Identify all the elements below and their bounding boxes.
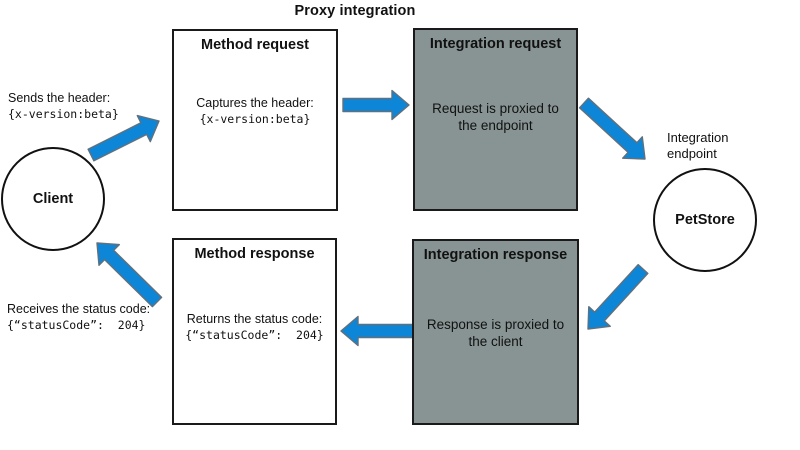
client-label: Client [32, 191, 74, 207]
integration-endpoint-label: Integration endpoint [667, 130, 728, 162]
method-request-code: {x-version:beta} [199, 112, 311, 126]
method-response-title: Method response [194, 246, 315, 262]
arrow-method-request-to-integration-request [342, 89, 410, 121]
method-request-body: Captures the header: {x-version:beta} [174, 95, 336, 127]
integration-response-body-line2: the client [468, 334, 523, 349]
integration-request-body-line1: Request is proxied to [432, 101, 559, 116]
integration-endpoint-label-line2: endpoint [667, 146, 717, 161]
integration-response-box: Integration response Response is proxied… [412, 239, 579, 425]
method-response-box: Method response Returns the status code:… [172, 238, 337, 425]
sends-code: {x-version:beta} [8, 107, 119, 121]
diagram-title: Proxy integration [294, 3, 416, 19]
arrow-integration-request-to-endpoint [578, 97, 646, 160]
sends-caption: Sends the header: [8, 91, 111, 105]
method-request-title: Method request [201, 37, 309, 53]
integration-response-body-line1: Response is proxied to [426, 317, 565, 332]
integration-endpoint-label-line1: Integration [667, 130, 729, 145]
client-sends-label: Sends the header: {x-version:beta} [8, 91, 119, 122]
integration-request-title: Integration request [429, 36, 562, 52]
integration-response-title: Integration response [423, 247, 568, 263]
arrow-method-response-to-client [96, 242, 163, 308]
method-request-caption: Captures the header: [196, 96, 314, 110]
method-response-code: {“statusCode”: 204} [185, 328, 324, 342]
receives-code: {“statusCode”: 204} [7, 318, 146, 332]
arrow-client-to-method-request [87, 114, 160, 162]
method-request-box: Method request Captures the header: {x-v… [172, 29, 338, 211]
arrow-integration-response-to-method-response [340, 315, 417, 347]
receives-caption: Receives the status code: [7, 302, 151, 316]
endpoint-node: PetStore [653, 168, 757, 272]
client-node: Client [1, 147, 105, 251]
integration-request-body-line2: the endpoint [458, 118, 533, 133]
integration-response-body: Response is proxied to the client [414, 316, 577, 350]
endpoint-label: PetStore [675, 212, 735, 228]
arrow-endpoint-to-integration-response [587, 263, 649, 330]
method-response-caption: Returns the status code: [186, 312, 323, 326]
client-receives-label: Receives the status code: {“statusCode”:… [7, 302, 150, 333]
integration-request-body: Request is proxied to the endpoint [415, 100, 576, 134]
integration-request-box: Integration request Request is proxied t… [413, 28, 578, 211]
method-response-body: Returns the status code: {“statusCode”: … [174, 311, 335, 343]
